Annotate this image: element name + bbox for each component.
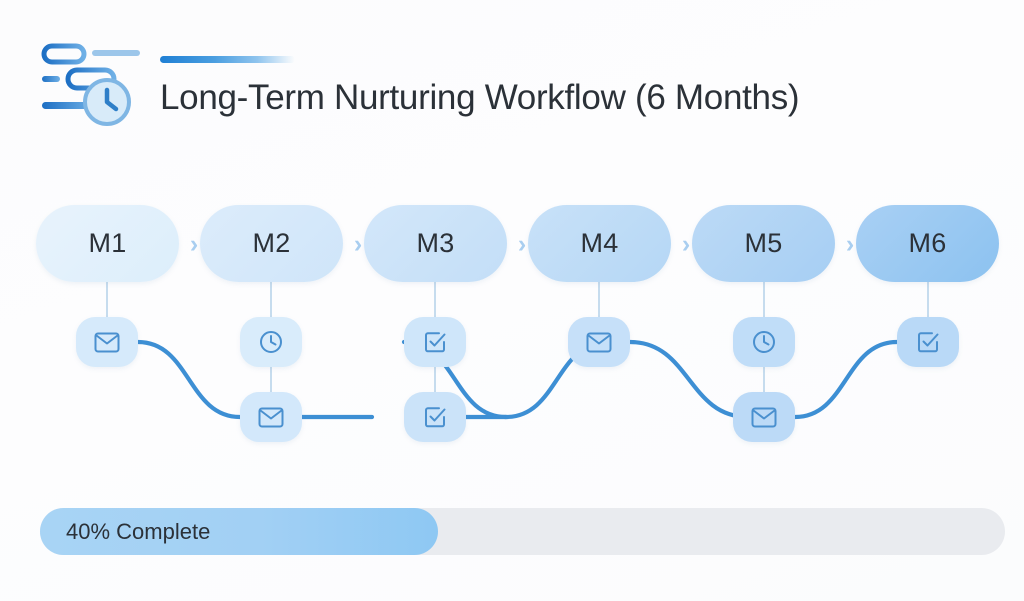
chevron-right-icon-2: › [353, 229, 363, 258]
timeline-step-m1[interactable]: M1 [36, 205, 179, 282]
chevron-right-icon-3: › [517, 229, 527, 258]
chevron-right-icon-1: › [189, 229, 199, 258]
task-check-icon [423, 330, 447, 354]
timeline-step-label: M3 [416, 228, 455, 258]
chevron-right-icon-4: › [681, 229, 691, 258]
node-task-m3[interactable] [404, 317, 466, 367]
header: Long-Term Nurturing Workflow (6 Months) [0, 0, 1024, 165]
node-task-m3-secondary[interactable] [404, 392, 466, 442]
timeline-step-label: M5 [744, 228, 783, 258]
clock-icon [259, 330, 283, 354]
node-task-m6[interactable] [897, 317, 959, 367]
node-clock-m5[interactable] [733, 317, 795, 367]
progress-bar-fill [40, 508, 438, 555]
progress-label: 40% Complete [66, 518, 211, 544]
timeline-step-label: M6 [908, 228, 947, 258]
mail-icon [751, 407, 777, 428]
chevron-right-icon-5: › [845, 229, 855, 258]
timeline-step-label: M4 [580, 228, 619, 258]
page-title: Long-Term Nurturing Workflow (6 Months) [160, 78, 800, 117]
task-check-icon [423, 405, 447, 429]
motion-lines-clock-icon [30, 38, 140, 133]
node-mail-m1[interactable] [76, 317, 138, 367]
node-clock-m2[interactable] [240, 317, 302, 367]
node-mail-m4[interactable] [568, 317, 630, 367]
timeline-step-label: M1 [88, 228, 127, 258]
progress-bar-track[interactable]: 40% Complete [40, 508, 1005, 555]
timeline-step-m6[interactable]: M6 [856, 205, 999, 282]
mail-icon [586, 332, 612, 353]
timeline-step-m5[interactable]: M5 [692, 205, 835, 282]
clock-icon [752, 330, 776, 354]
accent-bar [160, 56, 295, 63]
node-mail-m5-secondary[interactable] [733, 392, 795, 442]
timeline-step-m2[interactable]: M2 [200, 205, 343, 282]
timeline-step-m4[interactable]: M4 [528, 205, 671, 282]
timeline-step-m3[interactable]: M3 [364, 205, 507, 282]
node-mail-m2-secondary[interactable] [240, 392, 302, 442]
task-check-icon [916, 330, 940, 354]
mail-icon [94, 332, 120, 353]
timeline-step-label: M2 [252, 228, 291, 258]
mail-icon [258, 407, 284, 428]
